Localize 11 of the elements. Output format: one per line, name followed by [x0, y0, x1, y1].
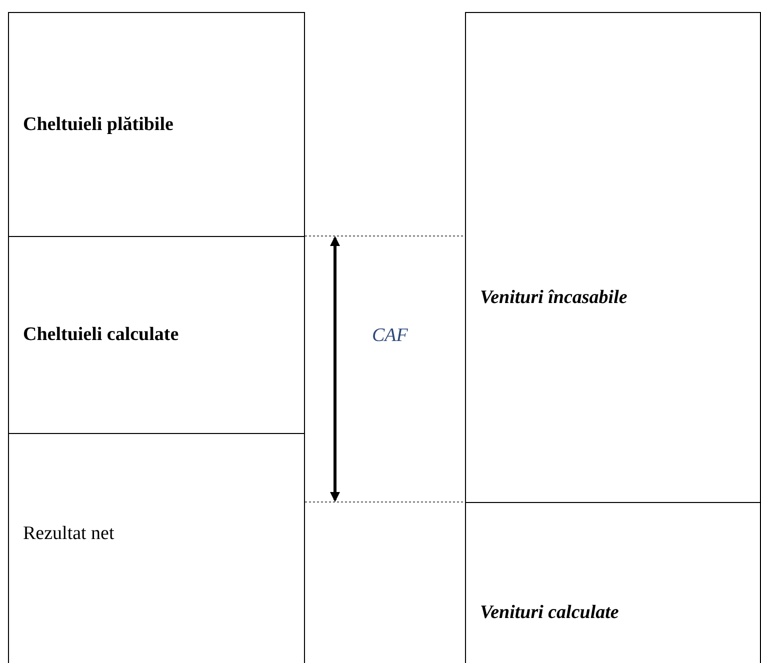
box-label: Rezultat net	[23, 522, 114, 544]
table-box	[465, 502, 761, 663]
table-box	[8, 12, 305, 237]
box-label: Venituri calculate	[480, 602, 619, 624]
box-label: Cheltuieli calculate	[23, 324, 179, 346]
dimension-label: CAF	[372, 325, 408, 347]
box-label: Cheltuieli plătibile	[23, 114, 174, 136]
table-box	[8, 236, 305, 434]
box-label: Venituri încasabile	[480, 286, 628, 308]
table-box	[465, 12, 761, 503]
table-box	[8, 433, 305, 663]
